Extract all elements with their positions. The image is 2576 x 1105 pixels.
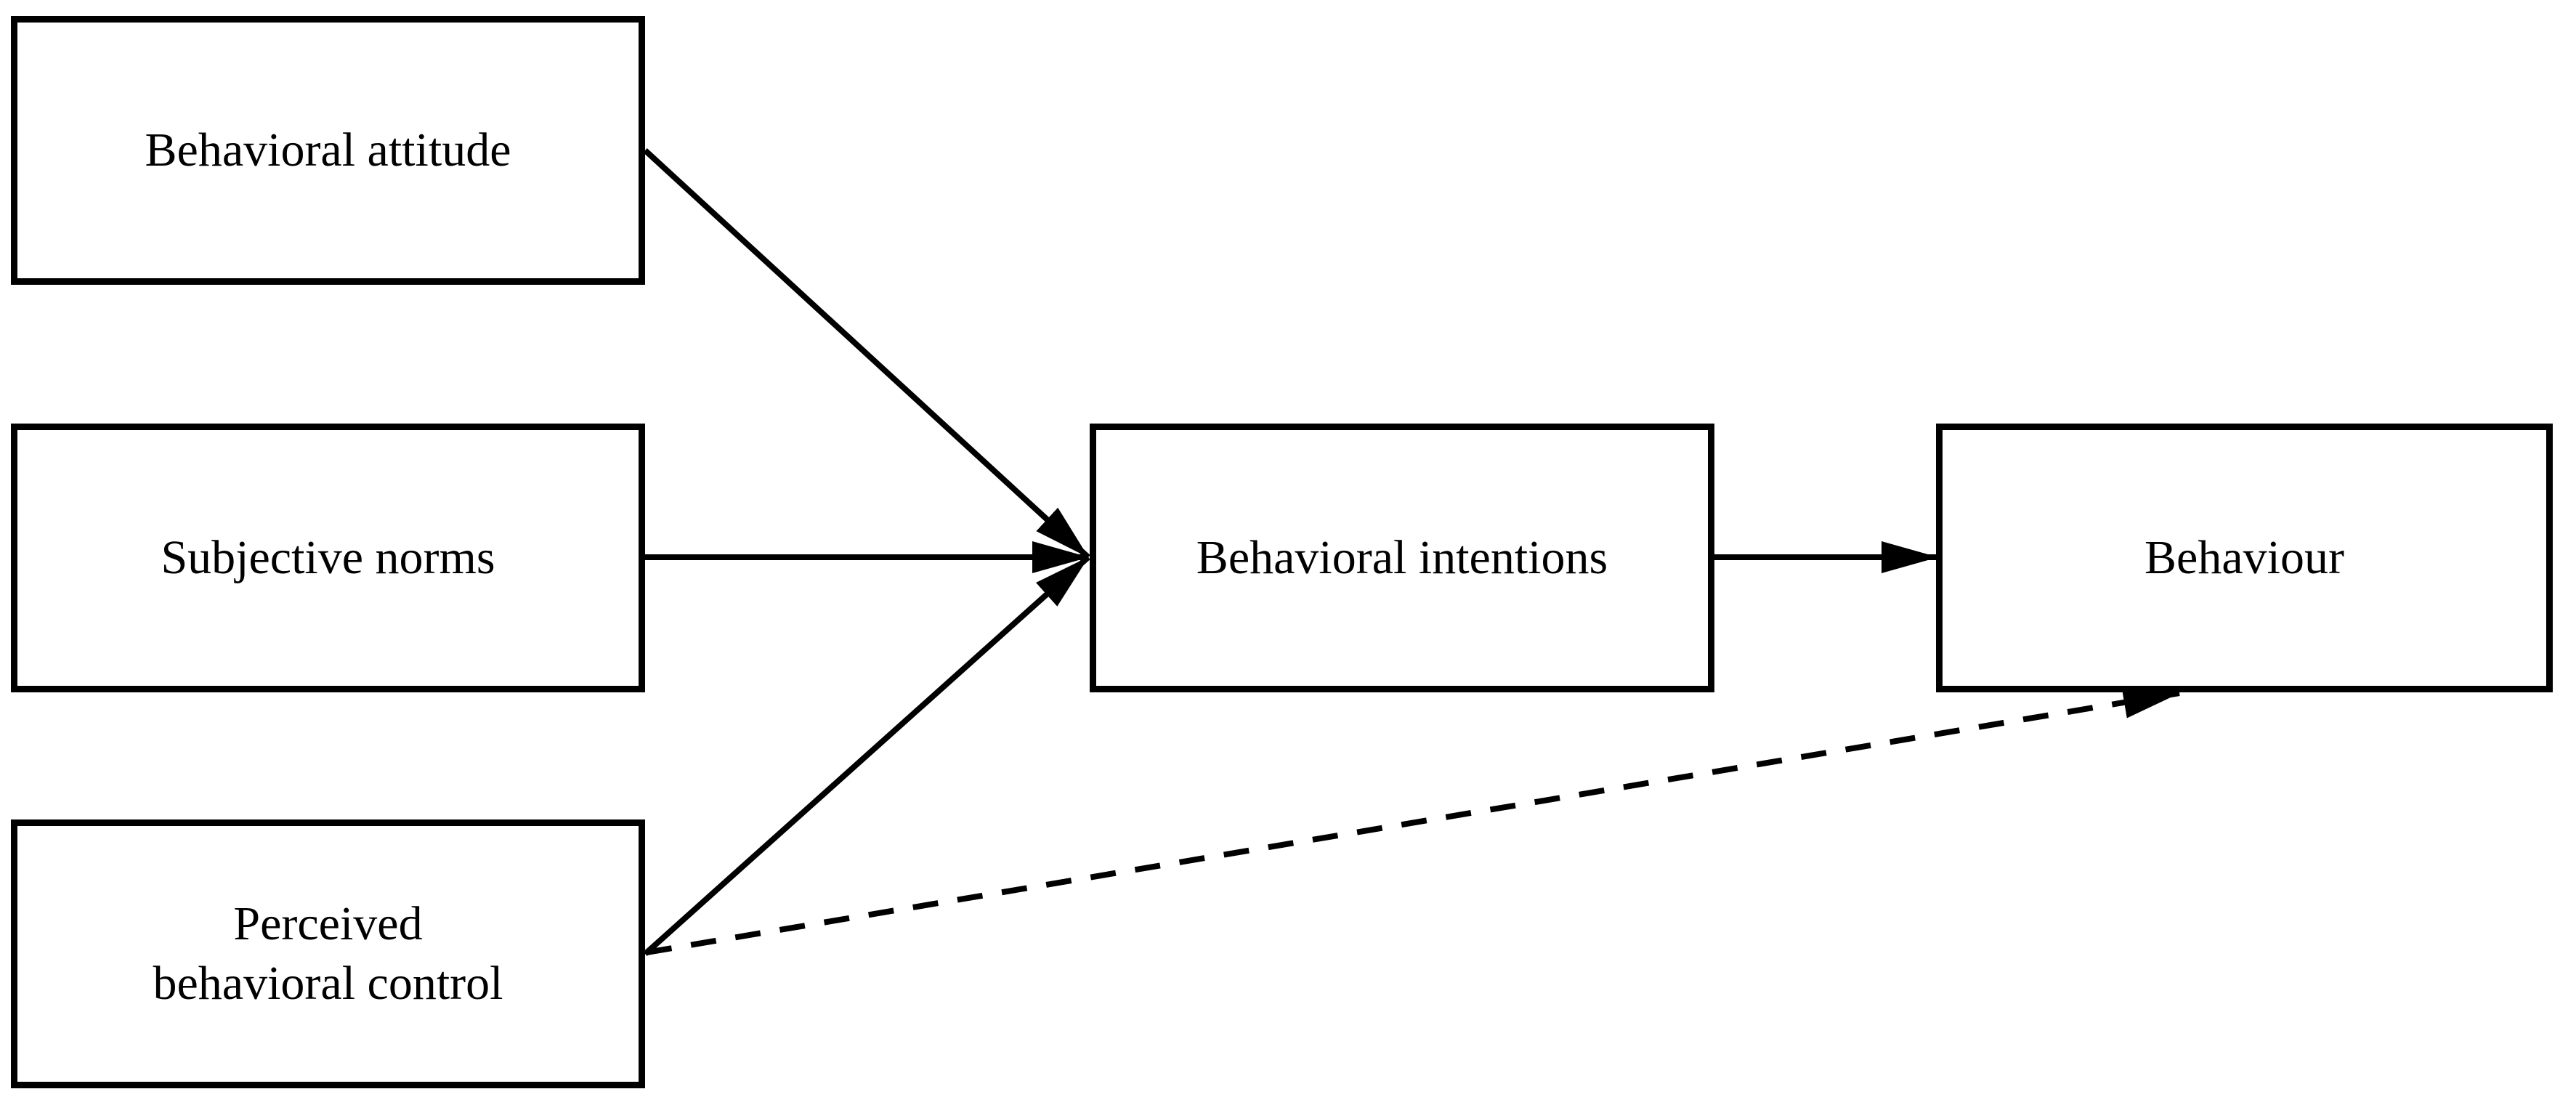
edge-attitude-to-intentions — [643, 148, 1090, 559]
node-perceived-behavioral-control-label-line1: Perceived — [233, 896, 423, 950]
edge-control-to-behaviour-dashed — [646, 687, 2180, 955]
edge-control-to-intentions — [643, 555, 1090, 956]
node-behaviour: Behaviour — [1936, 424, 2553, 692]
node-subjective-norms: Subjective norms — [11, 424, 645, 692]
node-behaviour-label: Behaviour — [2144, 530, 2344, 584]
node-perceived-behavioral-control-label-line2: behavioral control — [153, 957, 503, 1010]
node-subjective-norms-label: Subjective norms — [161, 530, 495, 584]
node-behavioral-attitude: Behavioral attitude — [11, 16, 645, 285]
node-behavioral-intentions: Behavioral intentions — [1090, 424, 1714, 692]
node-behavioral-attitude-label: Behavioral attitude — [145, 123, 511, 177]
node-perceived-behavioral-control: Perceived behavioral control — [11, 819, 645, 1088]
node-behavioral-intentions-label: Behavioral intentions — [1196, 530, 1608, 584]
